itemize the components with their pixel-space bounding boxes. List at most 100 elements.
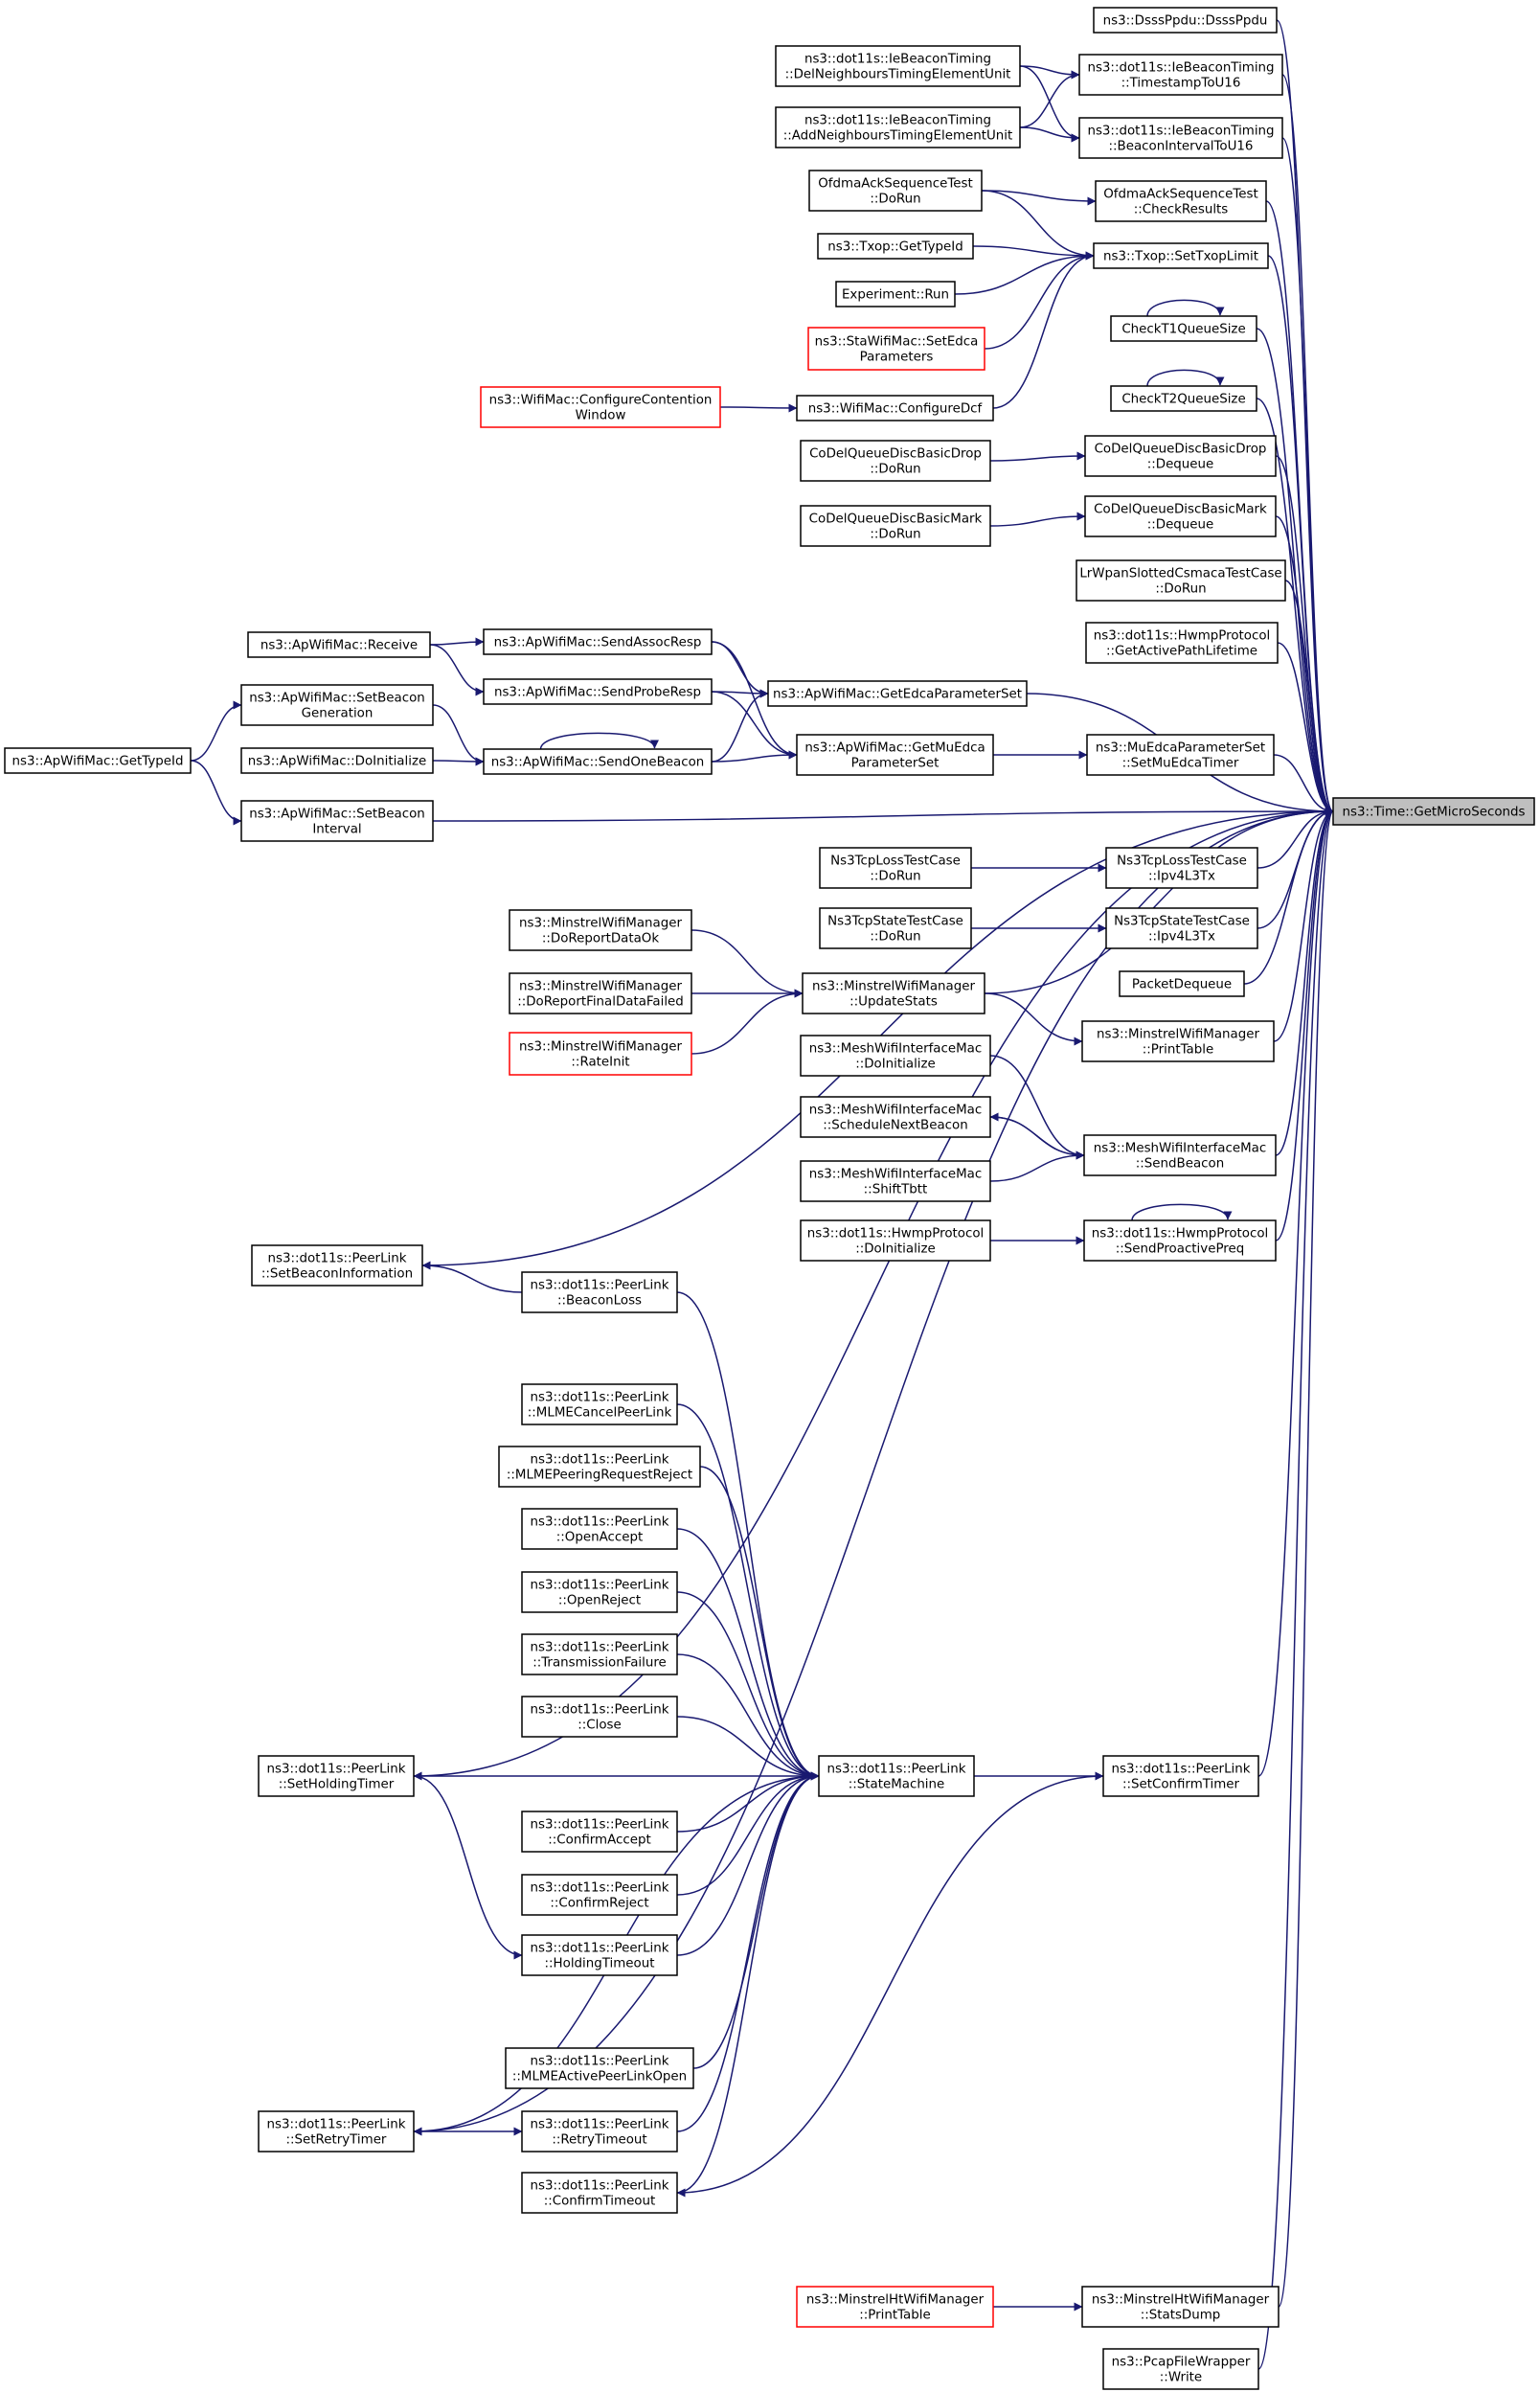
node-label: ns3::MeshWifiInterfaceMac xyxy=(809,1104,982,1118)
node-label: ns3::WifiMac::ConfigureDcf xyxy=(808,402,983,417)
edge-mprint-to-root xyxy=(1273,807,1334,1042)
graph-node-plmlmereject[interactable]: ns3::dot11s::PeerLink::MLMEPeeringReques… xyxy=(498,1446,701,1488)
graph-node-pktdeq[interactable]: PacketDequeue xyxy=(1119,970,1245,997)
graph-node-ofdmacheck[interactable]: OfdmaAckSequenceTest::CheckResults xyxy=(1095,180,1267,222)
graph-node-root[interactable]: ns3::Time::GetMicroSeconds xyxy=(1332,797,1535,826)
graph-node-plclose[interactable]: ns3::dot11s::PeerLink::Close xyxy=(521,1696,678,1738)
graph-node-sendassoc[interactable]: ns3::ApWifiMac::SendAssocResp xyxy=(483,628,713,655)
graph-node-plopenaccept[interactable]: ns3::dot11s::PeerLink::OpenAccept xyxy=(521,1508,678,1550)
graph-node-plsetconfirm[interactable]: ns3::dot11s::PeerLink::SetConfirmTimer xyxy=(1102,1755,1259,1797)
graph-node-ofdmarun[interactable]: OfdmaAckSequenceTest::DoRun xyxy=(808,170,983,212)
node-box xyxy=(1332,797,1535,826)
graph-node-plbeaconloss[interactable]: ns3::dot11s::PeerLink::BeaconLoss xyxy=(521,1271,678,1313)
edge-gettypeid-to-setbeacongen xyxy=(190,700,242,762)
node-box xyxy=(818,1755,975,1797)
node-label: ::SetHoldingTimer xyxy=(279,1778,395,1792)
edge-setbeaconint-to-root xyxy=(432,807,1334,822)
graph-node-mprint[interactable]: ns3::MinstrelWifiManager::PrintTable xyxy=(1081,1020,1275,1062)
graph-node-doinit[interactable]: ns3::ApWifiMac::DoInitialize xyxy=(240,747,434,774)
graph-node-hwmpdoinit[interactable]: ns3::dot11s::HwmpProtocol::DoInitialize xyxy=(800,1219,991,1262)
graph-node-cfgdcf[interactable]: ns3::WifiMac::ConfigureDcf xyxy=(796,395,994,421)
graph-node-plsm[interactable]: ns3::dot11s::PeerLink::StateMachine xyxy=(818,1755,975,1797)
graph-node-gettypeid[interactable]: ns3::ApWifiMac::GetTypeId xyxy=(4,747,192,774)
graph-node-plmlmeactive[interactable]: ns3::dot11s::PeerLink::MLMEActivePeerLin… xyxy=(505,2047,694,2089)
edge-meshsend-to-root xyxy=(1275,807,1334,1156)
edge-cfgdcf-to-settxop xyxy=(992,251,1095,409)
graph-node-delnb[interactable]: ns3::dot11s::IeBeaconTiming::DelNeighbou… xyxy=(775,45,1021,87)
graph-node-bi16[interactable]: ns3::dot11s::IeBeaconTiming::BeaconInter… xyxy=(1078,117,1283,159)
edge-ofdmarun-to-ofdmacheck xyxy=(981,190,1097,206)
graph-node-dsss[interactable]: ns3::DsssPpdu::DsssPpdu xyxy=(1093,7,1278,34)
graph-node-ts16[interactable]: ns3::dot11s::IeBeaconTiming::TimestampTo… xyxy=(1078,54,1283,96)
graph-node-hwmpapl[interactable]: ns3::dot11s::HwmpProtocol::GetActivePath… xyxy=(1085,622,1279,664)
graph-node-meshsched[interactable]: ns3::MeshWifiInterfaceMac::ScheduleNextB… xyxy=(800,1096,991,1138)
graph-node-getedca[interactable]: ns3::ApWifiMac::GetEdcaParameterSet xyxy=(767,680,1028,707)
graph-node-tcpstaterun[interactable]: Ns3TcpStateTestCase::DoRun xyxy=(819,907,972,949)
graph-node-mrateinit[interactable]: ns3::MinstrelWifiManager::RateInit xyxy=(509,1032,692,1076)
graph-node-pltxfail[interactable]: ns3::dot11s::PeerLink::TransmissionFailu… xyxy=(521,1633,678,1675)
graph-node-plconfto[interactable]: ns3::dot11s::PeerLink::ConfirmTimeout xyxy=(521,2172,678,2214)
node-label: Ns3TcpLossTestCase xyxy=(830,854,961,869)
graph-node-plretryto[interactable]: ns3::dot11s::PeerLink::RetryTimeout xyxy=(521,2110,678,2153)
graph-node-pcapwrite[interactable]: ns3::PcapFileWrapper::Write xyxy=(1102,2348,1259,2390)
node-label: ::DelNeighboursTimingElementUnit xyxy=(785,68,1011,82)
graph-node-tcplossrun[interactable]: Ns3TcpLossTestCase::DoRun xyxy=(819,847,972,889)
edge-check2-to-root xyxy=(1256,398,1334,816)
graph-node-tcpstateipv4[interactable]: Ns3TcpStateTestCase::Ipv4L3Tx xyxy=(1105,907,1258,949)
edge-lrwpan-to-root xyxy=(1284,580,1334,816)
graph-node-mupdate[interactable]: ns3::MinstrelWifiManager::UpdateStats xyxy=(802,972,985,1014)
graph-node-meshdoinit[interactable]: ns3::MeshWifiInterfaceMac::DoInitialize xyxy=(800,1035,991,1077)
edge-plbeaconloss-to-plsetbeaconinfo xyxy=(421,1261,523,1293)
graph-node-plmlmecancel[interactable]: ns3::dot11s::PeerLink::MLMECancelPeerLin… xyxy=(521,1383,678,1425)
edge-plholdingto-to-plsm xyxy=(676,1771,820,1956)
node-box xyxy=(1081,1020,1275,1062)
graph-node-meshshift[interactable]: ns3::MeshWifiInterfaceMac::ShiftTbtt xyxy=(800,1160,991,1202)
graph-node-plopenreject[interactable]: ns3::dot11s::PeerLink::OpenReject xyxy=(521,1571,678,1613)
graph-node-tcplossipv4[interactable]: Ns3TcpLossTestCase::Ipv4L3Tx xyxy=(1105,847,1258,889)
node-box xyxy=(807,327,985,371)
graph-node-hwmpsendpreq[interactable]: ns3::dot11s::HwmpProtocol::SendProactive… xyxy=(1083,1219,1277,1262)
node-box xyxy=(258,1755,415,1797)
node-box xyxy=(1078,54,1283,96)
graph-node-cdbmrun[interactable]: CoDelQueueDiscBasicMark::DoRun xyxy=(800,505,991,547)
graph-node-check2[interactable]: CheckT2QueueSize xyxy=(1110,385,1257,412)
graph-node-exprun[interactable]: Experiment::Run xyxy=(835,281,956,308)
graph-node-plsetretry[interactable]: ns3::dot11s::PeerLink::SetRetryTimer xyxy=(258,2110,415,2153)
node-box xyxy=(521,1696,678,1738)
graph-node-mhtprint[interactable]: ns3::MinstrelHtWifiManager::PrintTable xyxy=(796,2286,994,2328)
node-label: ns3::dot11s::PeerLink xyxy=(531,1641,669,1655)
graph-node-mhtstats[interactable]: ns3::MinstrelHtWifiManager::StatsDump xyxy=(1081,2286,1280,2328)
edge-check1-to-check1 xyxy=(1146,299,1225,317)
node-box xyxy=(521,1383,678,1425)
graph-node-sendprobe[interactable]: ns3::ApWifiMac::SendProbeResp xyxy=(483,678,713,705)
node-box xyxy=(509,1032,692,1076)
node-box xyxy=(1076,559,1286,602)
graph-node-apreceive[interactable]: ns3::ApWifiMac::Receive xyxy=(247,631,431,658)
graph-node-plconfreject[interactable]: ns3::dot11s::PeerLink::ConfirmReject xyxy=(521,1874,678,1916)
graph-node-lrwpan[interactable]: LrWpanSlottedCsmacaTestCase::DoRun xyxy=(1076,559,1286,602)
graph-node-txoptid[interactable]: ns3::Txop::GetTypeId xyxy=(817,233,974,260)
node-label: ns3::DsssPpdu::DsssPpdu xyxy=(1103,14,1268,29)
graph-node-mdrfdf[interactable]: ns3::MinstrelWifiManager::DoReportFinalD… xyxy=(509,972,692,1014)
graph-node-addnb[interactable]: ns3::dot11s::IeBeaconTiming::AddNeighbou… xyxy=(775,106,1021,148)
graph-node-plsetholding[interactable]: ns3::dot11s::PeerLink::SetHoldingTimer xyxy=(258,1755,415,1797)
graph-node-setmuedcatimer[interactable]: ns3::MuEdcaParameterSet::SetMuEdcaTimer xyxy=(1086,734,1275,776)
graph-node-plholdingto[interactable]: ns3::dot11s::PeerLink::HoldingTimeout xyxy=(521,1934,678,1976)
graph-node-sendonebeacon[interactable]: ns3::ApWifiMac::SendOneBeacon xyxy=(483,748,713,775)
graph-node-plsetbeaconinfo[interactable]: ns3::dot11s::PeerLink::SetBeaconInformat… xyxy=(251,1244,423,1287)
graph-node-meshsend[interactable]: ns3::MeshWifiInterfaceMac::SendBeacon xyxy=(1083,1134,1277,1176)
node-label: ns3::MinstrelWifiManager xyxy=(519,1040,682,1055)
edge-sendprobe-to-getmuedca xyxy=(711,691,798,760)
graph-node-cdbmdeq[interactable]: CoDelQueueDiscBasicMark::Dequeue xyxy=(1084,495,1277,537)
graph-node-check1[interactable]: CheckT1QueueSize xyxy=(1110,315,1257,342)
graph-node-plconfaccept[interactable]: ns3::dot11s::PeerLink::ConfirmAccept xyxy=(521,1811,678,1853)
graph-node-cdbdrun[interactable]: CoDelQueueDiscBasicDrop::DoRun xyxy=(800,440,991,482)
graph-node-cdbddeq[interactable]: CoDelQueueDiscBasicDrop::Dequeue xyxy=(1084,435,1277,477)
graph-node-mdrok[interactable]: ns3::MinstrelWifiManager::DoReportDataOk xyxy=(509,909,692,951)
graph-node-settxop[interactable]: ns3::Txop::SetTxopLimit xyxy=(1093,242,1269,269)
